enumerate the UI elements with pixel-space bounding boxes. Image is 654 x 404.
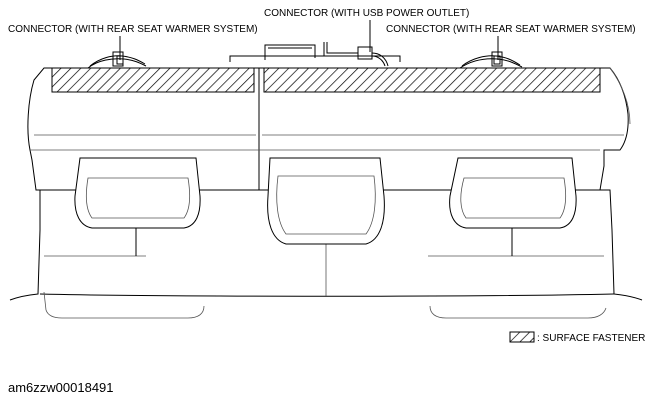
seatback-top-bracket	[229, 44, 401, 62]
legend-swatch	[509, 331, 535, 343]
connector-left	[87, 51, 147, 69]
headrest-right	[449, 157, 577, 256]
legend-label: : SURFACE FASTENER	[537, 333, 645, 344]
connector-center	[323, 42, 389, 67]
headrest-left	[74, 157, 201, 256]
callout-connector-left: CONNECTOR (WITH REAR SEAT WARMER SYSTEM)	[8, 24, 258, 35]
headrest-center	[267, 157, 385, 245]
legend: : SURFACE FASTENER	[509, 331, 645, 344]
seatback	[27, 67, 631, 191]
callout-connector-center: CONNECTOR (WITH USB POWER OUTLET)	[264, 8, 469, 19]
figure-code: am6zzw00018491	[8, 380, 114, 395]
connector-right	[459, 51, 523, 69]
surface-fastener-right	[263, 67, 601, 93]
surface-fastener-left	[51, 67, 255, 93]
callout-connector-right: CONNECTOR (WITH REAR SEAT WARMER SYSTEM)	[386, 24, 636, 35]
